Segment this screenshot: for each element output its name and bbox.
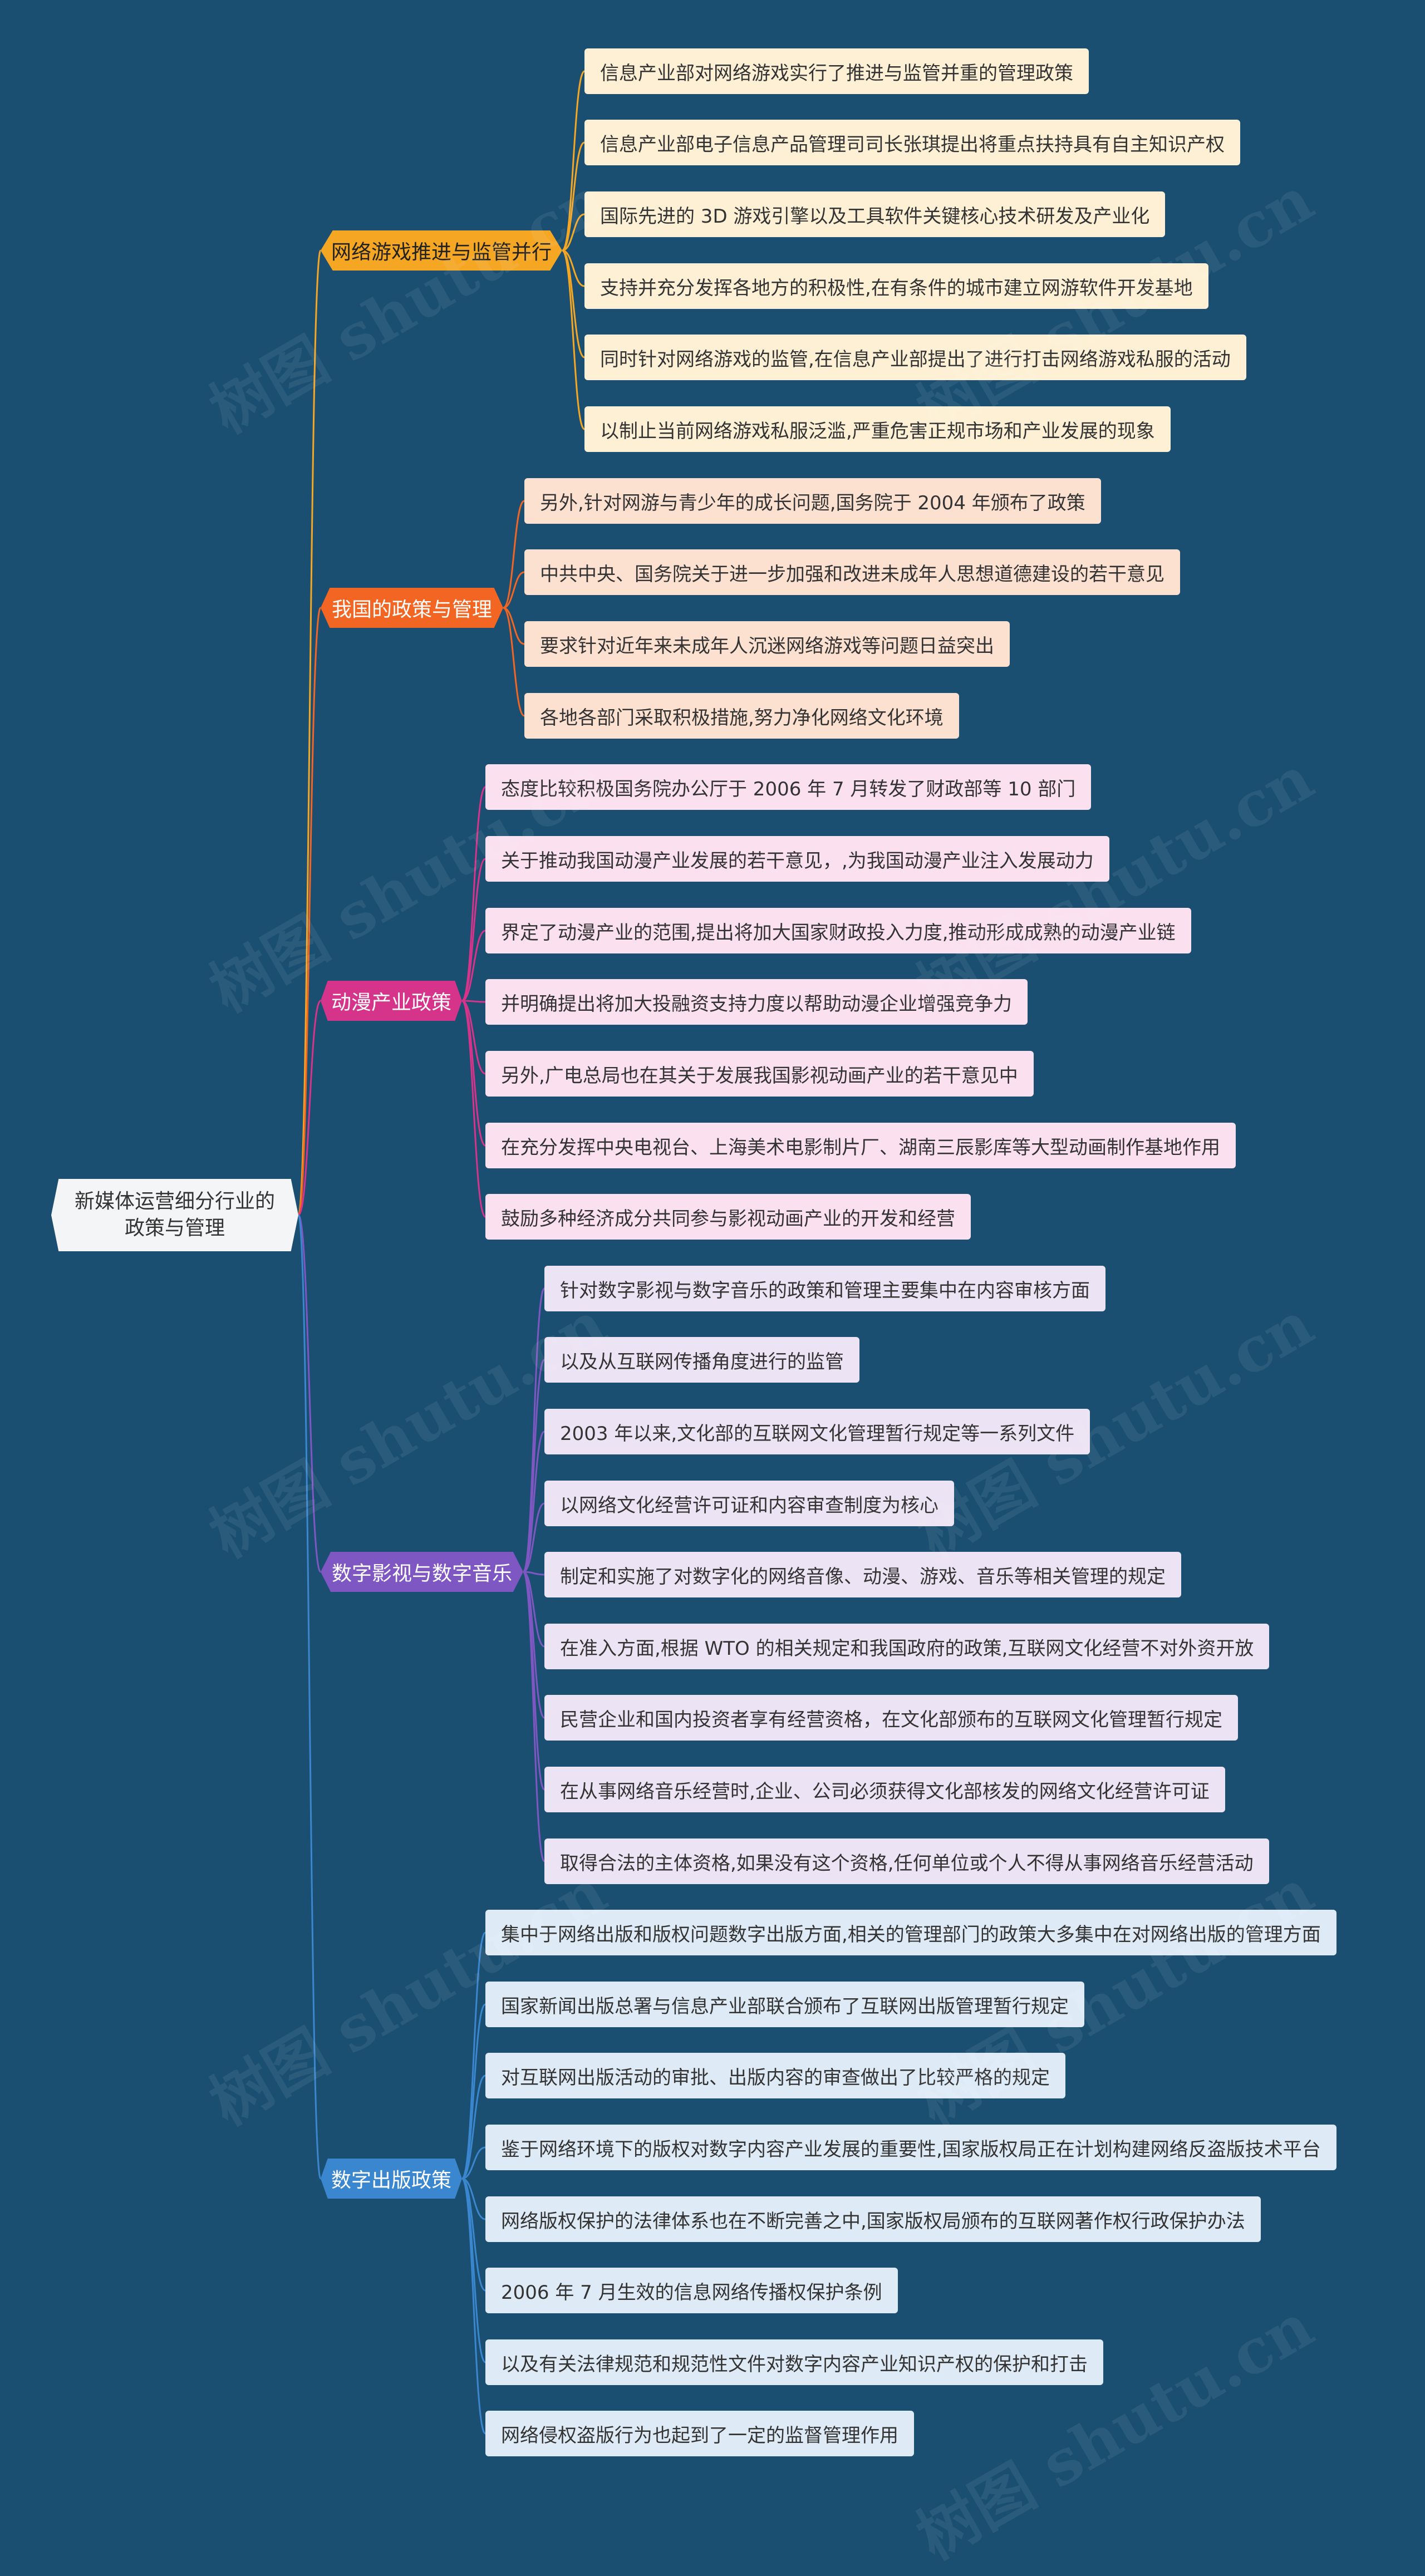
branch-animation-policy[interactable]: 动漫产业政策 bbox=[321, 981, 462, 1021]
leaf-item[interactable]: 关于推动我国动漫产业发展的若干意见，,为我国动漫产业注入发展动力 bbox=[485, 836, 1109, 882]
connector-line bbox=[503, 607, 525, 717]
branch-digital-publishing[interactable]: 数字出版政策 bbox=[321, 2159, 462, 2199]
connector-line bbox=[523, 1571, 545, 1648]
leaf-item[interactable]: 对互联网出版活动的审批、出版内容的审查做出了比较严格的规定 bbox=[485, 2053, 1065, 2098]
leaf-item[interactable]: 网络版权保护的法律体系也在不断完善之中,国家版权局颁布的互联网著作权行政保护办法 bbox=[485, 2196, 1261, 2242]
connector-line bbox=[297, 607, 322, 1216]
leaf-item[interactable]: 民营企业和国内投资者享有经营资格，在文化部颁布的互联网文化管理暂行规定 bbox=[544, 1695, 1238, 1741]
connector-line bbox=[523, 1502, 545, 1573]
leaf-item[interactable]: 同时针对网络游戏的监管,在信息产业部提出了进行打击网络游戏私服的活动 bbox=[584, 335, 1246, 380]
leaf-item[interactable]: 界定了动漫产业的范围,提出将加大国家财政投入力度,推动形成成熟的动漫产业链 bbox=[485, 908, 1191, 953]
connector-line bbox=[461, 786, 487, 1002]
leaf-item[interactable]: 信息产业部对网络游戏实行了推进与监管并重的管理政策 bbox=[584, 48, 1089, 94]
connector-line bbox=[503, 500, 525, 609]
leaf-item[interactable]: 制定和实施了对数字化的网络音像、动漫、游戏、音乐等相关管理的规定 bbox=[544, 1552, 1181, 1597]
leaf-item[interactable]: 在从事网络音乐经营时,企业、公司必须获得文化部核发的网络文化经营许可证 bbox=[544, 1767, 1225, 1812]
connector-line bbox=[297, 249, 322, 1216]
connector-line bbox=[461, 1000, 486, 1003]
root-node[interactable]: 新媒体运营细分行业的政策与管理 bbox=[51, 1179, 298, 1251]
mind-map: 新媒体运营细分行业的政策与管理 网络游戏推进与监管并行 我国的政策与管理 动漫产… bbox=[51, 48, 1336, 2573]
leaf-item[interactable]: 在充分发挥中央电视台、上海美术电影制片厂、湖南三辰影库等大型动画制作基地作用 bbox=[485, 1123, 1236, 1168]
leaf-item[interactable]: 国际先进的 3D 游戏引擎以及工具软件关键核心技术研发及产业化 bbox=[584, 191, 1166, 237]
connector-line bbox=[461, 2074, 486, 2180]
connector-line bbox=[461, 2177, 486, 2220]
leaf-item[interactable]: 国家新闻出版总署与信息产业部联合颁布了互联网出版管理暂行规定 bbox=[485, 1982, 1084, 2027]
connector-line bbox=[561, 70, 586, 252]
leaf-item[interactable]: 网络侵权盗版行为也起到了一定的监督管理作用 bbox=[485, 2411, 914, 2456]
connector-line bbox=[461, 2003, 487, 2180]
connector-line bbox=[461, 1000, 486, 1075]
connector-line bbox=[562, 249, 585, 287]
leaf-item[interactable]: 以网络文化经营许可证和内容审查制度为核心 bbox=[544, 1481, 954, 1526]
connector-line bbox=[461, 1000, 487, 1218]
leaf-item[interactable]: 针对数字影视与数字音乐的政策和管理主要集中在内容审核方面 bbox=[544, 1266, 1105, 1311]
connector-line bbox=[523, 1430, 545, 1573]
leaf-item[interactable]: 2003 年以来,文化部的互联网文化管理暂行规定等一系列文件 bbox=[544, 1409, 1090, 1454]
leaf-item[interactable]: 各地各部门采取积极措施,努力净化网络文化环境 bbox=[524, 693, 959, 739]
leaf-item[interactable]: 态度比较积极国务院办公厅于 2006 年 7 月转发了财政部等 10 部门 bbox=[485, 764, 1092, 810]
branch-digital-film-music[interactable]: 数字影视与数字音乐 bbox=[321, 1552, 523, 1592]
leaf-item[interactable]: 以制止当前网络游戏私服泛滥,严重危害正规市场和产业发展的现象 bbox=[584, 406, 1171, 452]
leaf-item[interactable]: 2006 年 7 月生效的信息网络传播权保护条例 bbox=[485, 2268, 898, 2313]
connector-line bbox=[522, 1571, 546, 1862]
connector-line bbox=[297, 1214, 322, 1573]
leaf-item[interactable]: 在准入方面,根据 WTO 的相关规定和我国政府的政策,互联网文化经营不对外资开放 bbox=[544, 1624, 1270, 1669]
leaf-item[interactable]: 以及有关法律规范和规范性文件对数字内容产业知识产权的保护和打击 bbox=[485, 2339, 1103, 2385]
leaf-item[interactable]: 鼓励多种经济成分共同参与影视动画产业的开发和经营 bbox=[485, 1194, 971, 1240]
leaf-item[interactable]: 信息产业部电子信息产品管理司司长张琪提出将重点扶持具有自主知识产权 bbox=[584, 120, 1240, 165]
leaf-item[interactable]: 支持并充分发挥各地方的积极性,在有条件的城市建立网游软件开发基地 bbox=[584, 263, 1208, 309]
connector-line bbox=[461, 858, 486, 1002]
connector-line bbox=[503, 571, 525, 609]
connector-line bbox=[461, 930, 486, 1002]
branch-online-games[interactable]: 网络游戏推进与监管并行 bbox=[321, 230, 562, 271]
connector-line bbox=[297, 1214, 322, 2180]
leaf-item[interactable]: 鉴于网络环境下的版权对数字内容产业发展的重要性,国家版权局正在计划构建网络反盗版… bbox=[485, 2125, 1336, 2170]
connector-line bbox=[562, 213, 585, 252]
connector-line bbox=[523, 1571, 545, 1576]
leaf-item[interactable]: 以及从互联网传播角度进行的监管 bbox=[544, 1337, 859, 1383]
connector-line bbox=[561, 249, 586, 430]
connector-lines bbox=[297, 70, 586, 2435]
connector-line bbox=[461, 2146, 486, 2180]
connector-line bbox=[503, 607, 525, 645]
connector-line bbox=[297, 1000, 322, 1216]
leaf-item[interactable]: 另外,广电总局也在其关于发展我国影视动画产业的若干意见中 bbox=[485, 1051, 1034, 1097]
connector-line bbox=[562, 141, 585, 252]
connector-line bbox=[461, 2177, 486, 2292]
leaf-item[interactable]: 要求针对近年来未成年人沉迷网络游戏等问题日益突出 bbox=[524, 621, 1010, 667]
leaf-item[interactable]: 另外,针对网游与青少年的成长问题,国务院于 2004 年颁布了政策 bbox=[524, 478, 1101, 524]
branch-national-policy[interactable]: 我国的政策与管理 bbox=[321, 588, 503, 628]
watermark: 树图 shutu.cn bbox=[198, 163, 618, 448]
watermark: 树图 shutu.cn bbox=[905, 2289, 1325, 2574]
leaf-item[interactable]: 取得合法的主体资格,如果没有这个资格,任何单位或个人不得从事网络音乐经营活动 bbox=[544, 1838, 1269, 1884]
leaf-item[interactable]: 并明确提出将加大投融资支持力度以帮助动漫企业增强竞争力 bbox=[485, 979, 1028, 1025]
leaf-item[interactable]: 集中于网络出版和版权问题数字出版方面,相关的管理部门的政策大多集中在对网络出版的… bbox=[485, 1910, 1336, 1955]
connector-line bbox=[562, 249, 585, 358]
connector-line bbox=[461, 2177, 487, 2435]
leaf-item[interactable]: 中共中央、国务院关于进一步加强和改进未成年人思想道德建设的若干意见 bbox=[524, 549, 1180, 595]
